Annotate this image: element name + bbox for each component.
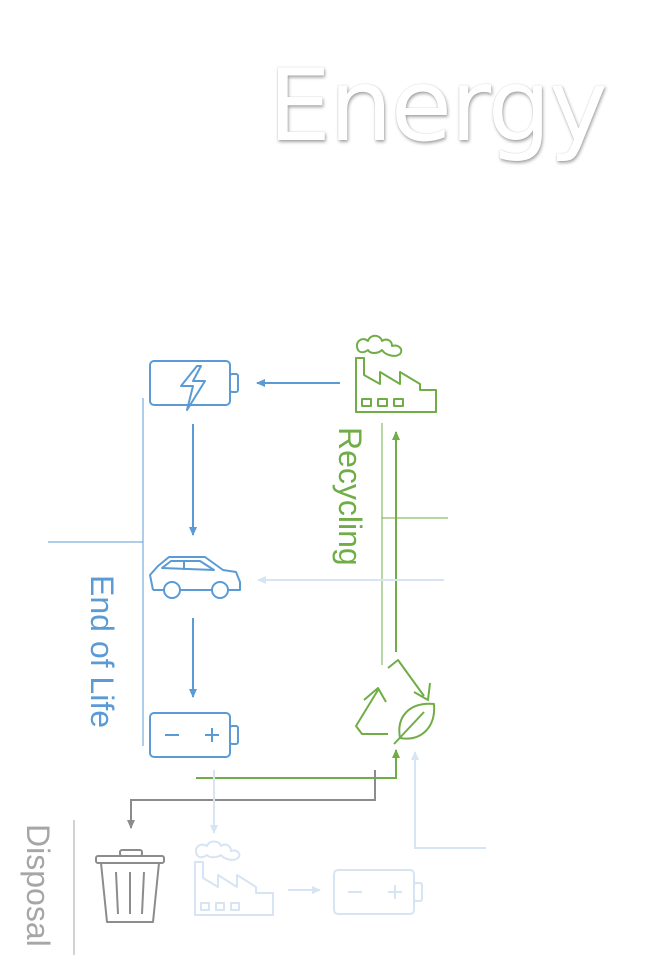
battery-icon <box>149 712 239 758</box>
arrow-faded-up <box>411 751 486 849</box>
recycle-leaf-icon <box>355 659 436 745</box>
faded-factory-icon <box>194 840 274 916</box>
factory-icon <box>355 334 437 413</box>
end-of-life-bracket <box>48 398 144 746</box>
arrow-battery-to-recycle <box>196 749 400 779</box>
page-title: Energy <box>268 47 608 164</box>
trash-can-icon <box>95 849 165 923</box>
disposal-label: Disposal <box>20 824 56 947</box>
recycling-bracket <box>381 423 448 665</box>
end-of-life-label: End of Life <box>84 575 120 728</box>
recycling-label: Recycling <box>332 427 368 566</box>
car-icon <box>149 556 241 599</box>
battery-charging-icon <box>149 360 239 411</box>
arrow-to-disposal <box>127 770 376 829</box>
faded-battery-icon <box>333 869 423 915</box>
